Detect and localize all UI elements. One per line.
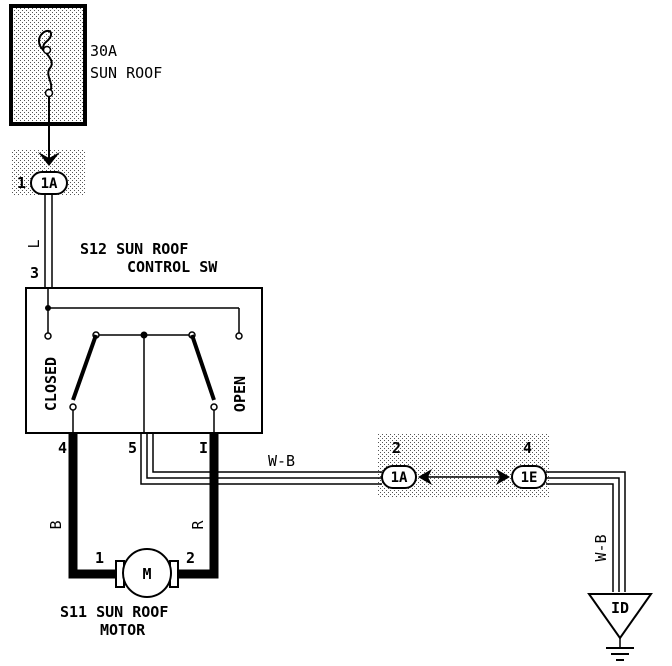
switch-blade-right bbox=[190, 334, 216, 401]
wire-wb-line-a bbox=[140, 433, 382, 485]
link-arrow-right-icon bbox=[496, 469, 510, 485]
wire-wb-line-b bbox=[146, 433, 382, 479]
switch-pin-left: 4 bbox=[58, 439, 67, 457]
wire-b bbox=[68, 433, 118, 579]
motor-body bbox=[122, 548, 172, 598]
switch-pin-mid: 5 bbox=[128, 439, 137, 457]
connector-1a-mid-label: 1A bbox=[391, 470, 408, 486]
sun-roof-control-switch: CLOSED OPEN bbox=[25, 287, 263, 434]
wire-wb2-label: W-B bbox=[592, 534, 610, 561]
connector-1a-mid-plug bbox=[381, 465, 417, 489]
connector-1a-top-label: 1A bbox=[41, 176, 58, 192]
fuse-terminal-bottom bbox=[44, 88, 54, 98]
wire-r-label: R bbox=[189, 520, 207, 530]
wire-wb-label: W-B bbox=[268, 452, 295, 470]
switch-pin-right: I bbox=[199, 439, 208, 457]
wire-wb2-line-c bbox=[546, 483, 614, 592]
connector-1a-top-plug bbox=[30, 171, 68, 195]
connector-arrow-icon bbox=[38, 152, 60, 166]
fuse-element-icon bbox=[38, 30, 53, 94]
wire-wb2-line-b bbox=[546, 477, 620, 592]
connector-1a-top-pin: 1 bbox=[17, 174, 26, 192]
wire-wb2-line-a bbox=[546, 471, 626, 592]
fuse-junction-block: 30A SUN ROOF bbox=[9, 4, 162, 195]
switch-open-label: OPEN bbox=[231, 376, 249, 412]
connector-1e-label: 1E bbox=[521, 470, 538, 486]
connector-1a-mid-pin: 2 bbox=[392, 439, 401, 457]
switch-pin-in: 3 bbox=[30, 264, 39, 282]
motor-symbol: M bbox=[142, 565, 151, 583]
connector-1e-pin: 4 bbox=[523, 439, 532, 457]
switch-contact-upper-left bbox=[44, 332, 52, 340]
ground-circuit: W-B 2 1A 4 1E W-B ID bbox=[140, 433, 653, 661]
fuse-terminal-top bbox=[42, 45, 52, 55]
ground-label: ID bbox=[611, 599, 629, 617]
connector-1e-plug bbox=[511, 465, 547, 489]
wire-wb-line-c bbox=[152, 433, 382, 473]
motor-pin-right: 2 bbox=[186, 549, 195, 567]
fuse-rating: 30A bbox=[90, 42, 117, 60]
switch-closed-label: CLOSED bbox=[42, 357, 60, 411]
motor-subtitle: MOTOR bbox=[100, 621, 146, 639]
wire-r bbox=[178, 433, 219, 579]
switch-contact-lower-left bbox=[69, 403, 77, 411]
switch-junction-dot bbox=[45, 305, 51, 311]
switch-subtitle: CONTROL SW bbox=[127, 258, 218, 276]
motor-pin-left: 1 bbox=[95, 549, 104, 567]
wire-l: L 3 bbox=[25, 194, 53, 288]
wire-b-label: B bbox=[47, 520, 65, 529]
wire-l-label: L bbox=[25, 239, 43, 248]
switch-contact-lower-right bbox=[210, 403, 218, 411]
switch-blade-left bbox=[71, 334, 98, 401]
motor-title: S11 SUN ROOF bbox=[60, 603, 168, 621]
switch-contact-upper-right bbox=[235, 332, 243, 340]
link-arrow-left-icon bbox=[418, 469, 432, 485]
fuse-name: SUN ROOF bbox=[90, 64, 162, 82]
ground-point-icon bbox=[587, 593, 653, 640]
switch-title: S12 SUN ROOF bbox=[80, 240, 188, 258]
connector-1a-top: 1 1A bbox=[17, 171, 68, 195]
motor-circuit: B R M 1 2 S11 SUN ROOF MOTOR bbox=[47, 433, 219, 639]
